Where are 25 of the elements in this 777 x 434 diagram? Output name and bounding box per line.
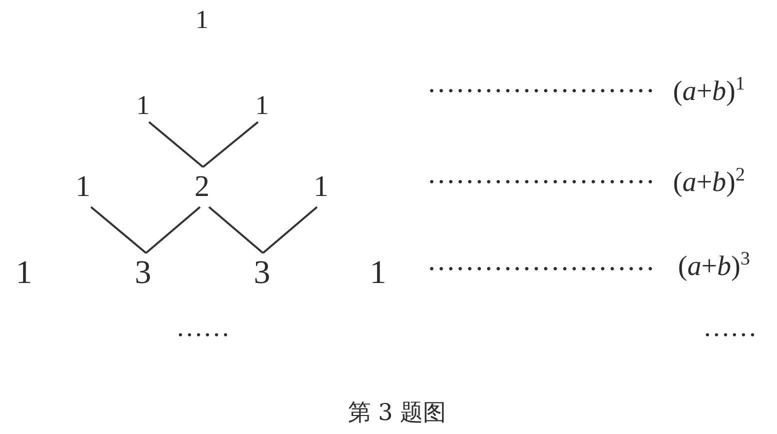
number-label: 1: [130, 89, 156, 122]
dot-leader: ……………………: [427, 70, 655, 98]
number-label: 1: [70, 167, 96, 207]
connector-line: [202, 121, 259, 168]
number-label: 2: [189, 167, 215, 207]
connector-line: [208, 206, 264, 254]
binomial-expression: (a+b)$^{2}$: [673, 168, 745, 197]
number-label: 1: [9, 253, 39, 294]
dot-leader: ……………………: [427, 161, 655, 190]
number-label: 1: [308, 167, 334, 207]
number-label: 3: [247, 253, 277, 294]
binomial-expression: (a+b)$^{1}$: [673, 78, 745, 106]
connector-line: [262, 206, 318, 254]
ellipsis-text: ……: [703, 314, 757, 341]
connector-line: [90, 206, 147, 254]
ellipsis-text: ……: [176, 314, 230, 341]
figure-caption: 第 3 题图: [348, 402, 446, 425]
binomial-expression: (a+b)$^{3}$: [678, 252, 750, 281]
connector-line: [145, 206, 201, 254]
connector-line: [148, 121, 204, 168]
number-label: 3: [128, 253, 158, 294]
number-label: 1: [363, 253, 393, 294]
dot-leader: ……………………: [427, 248, 655, 276]
number-label: 1: [249, 89, 275, 122]
number-label: 1: [189, 4, 215, 36]
